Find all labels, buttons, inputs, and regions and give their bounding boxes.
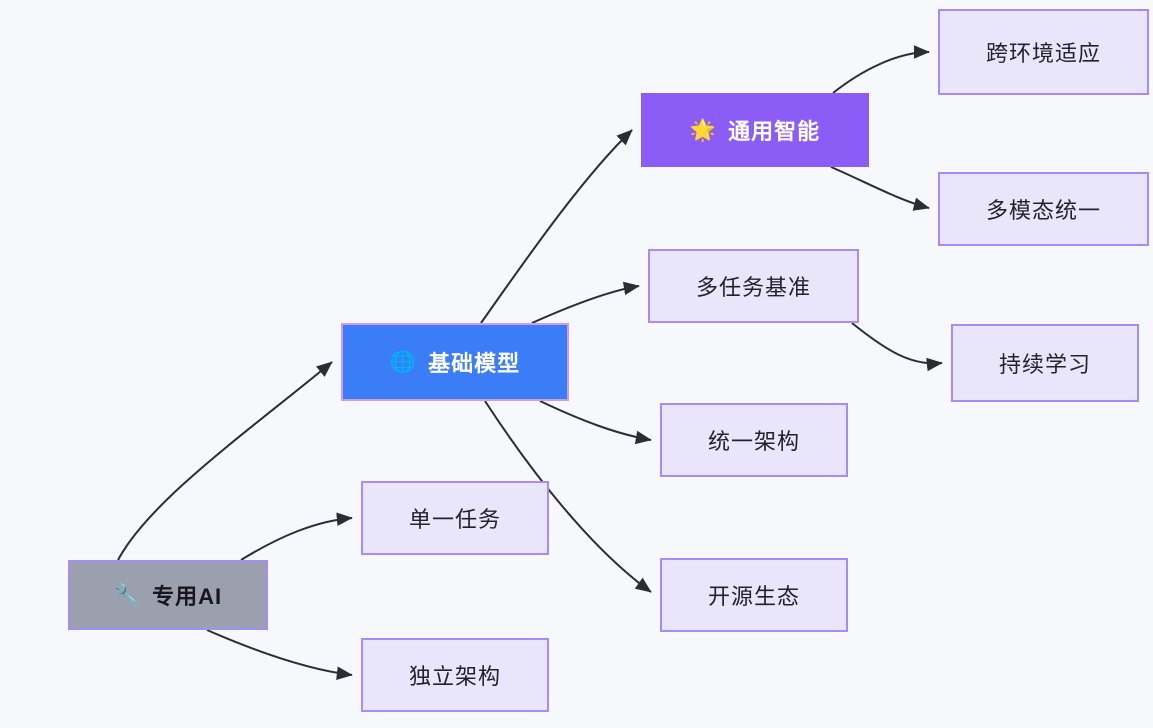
node-cross-environment-adaptation[interactable]: 跨环境适应 <box>938 9 1149 95</box>
sparkle-star-icon: 🌟 <box>689 118 718 142</box>
node-open-source-ecosystem[interactable]: 开源生态 <box>660 558 848 632</box>
edge-foundation-to-general-intelligence <box>480 129 633 324</box>
node-unified-architecture[interactable]: 统一架构 <box>660 403 848 477</box>
node-label-continual-learning: 持续学习 <box>998 352 1091 377</box>
node-continual-learning[interactable]: 持续学习 <box>951 324 1139 402</box>
node-label-general-intelligence: 通用智能 <box>728 119 821 144</box>
node-label-unified-architecture: 统一架构 <box>707 429 800 454</box>
edge-specialized-to-independent-architecture <box>206 629 353 680</box>
node-foundation-model[interactable]: 🌐 基础模型 <box>341 323 569 401</box>
node-label-independent-architecture: 独立架构 <box>408 664 501 689</box>
node-label-foundation-model: 基础模型 <box>428 351 521 376</box>
edge-general-to-multimodal <box>830 166 930 211</box>
node-single-task[interactable]: 单一任务 <box>361 481 549 555</box>
node-label-open-source-ecosystem: 开源生态 <box>707 584 800 609</box>
wrench-icon: 🔧 <box>113 583 142 607</box>
node-label-specialized-ai: 专用AI <box>152 584 223 609</box>
node-specialized-ai[interactable]: 🔧 专用AI <box>68 560 268 630</box>
node-label-cross-environment-adaptation: 跨环境适应 <box>985 41 1101 66</box>
edge-foundation-to-unified-architecture <box>539 400 652 445</box>
edge-foundation-to-multitask-benchmark <box>531 281 640 324</box>
edge-specialized-to-foundation <box>117 361 333 561</box>
node-independent-architecture[interactable]: 独立架构 <box>361 638 549 712</box>
node-general-intelligence[interactable]: 🌟 通用智能 <box>641 93 869 167</box>
node-multimodal-unification[interactable]: 多模态统一 <box>938 172 1149 246</box>
node-multitask-benchmark[interactable]: 多任务基准 <box>648 249 859 323</box>
node-label-multitask-benchmark: 多任务基准 <box>695 275 811 300</box>
node-label-multimodal-unification: 多模态统一 <box>985 198 1101 223</box>
edge-specialized-to-single-task <box>240 512 353 561</box>
globe-icon: 🌐 <box>389 350 418 374</box>
edge-multitask-to-continual-learning <box>851 322 943 372</box>
node-label-single-task: 单一任务 <box>408 507 501 532</box>
edge-general-to-cross-environment <box>832 45 930 94</box>
